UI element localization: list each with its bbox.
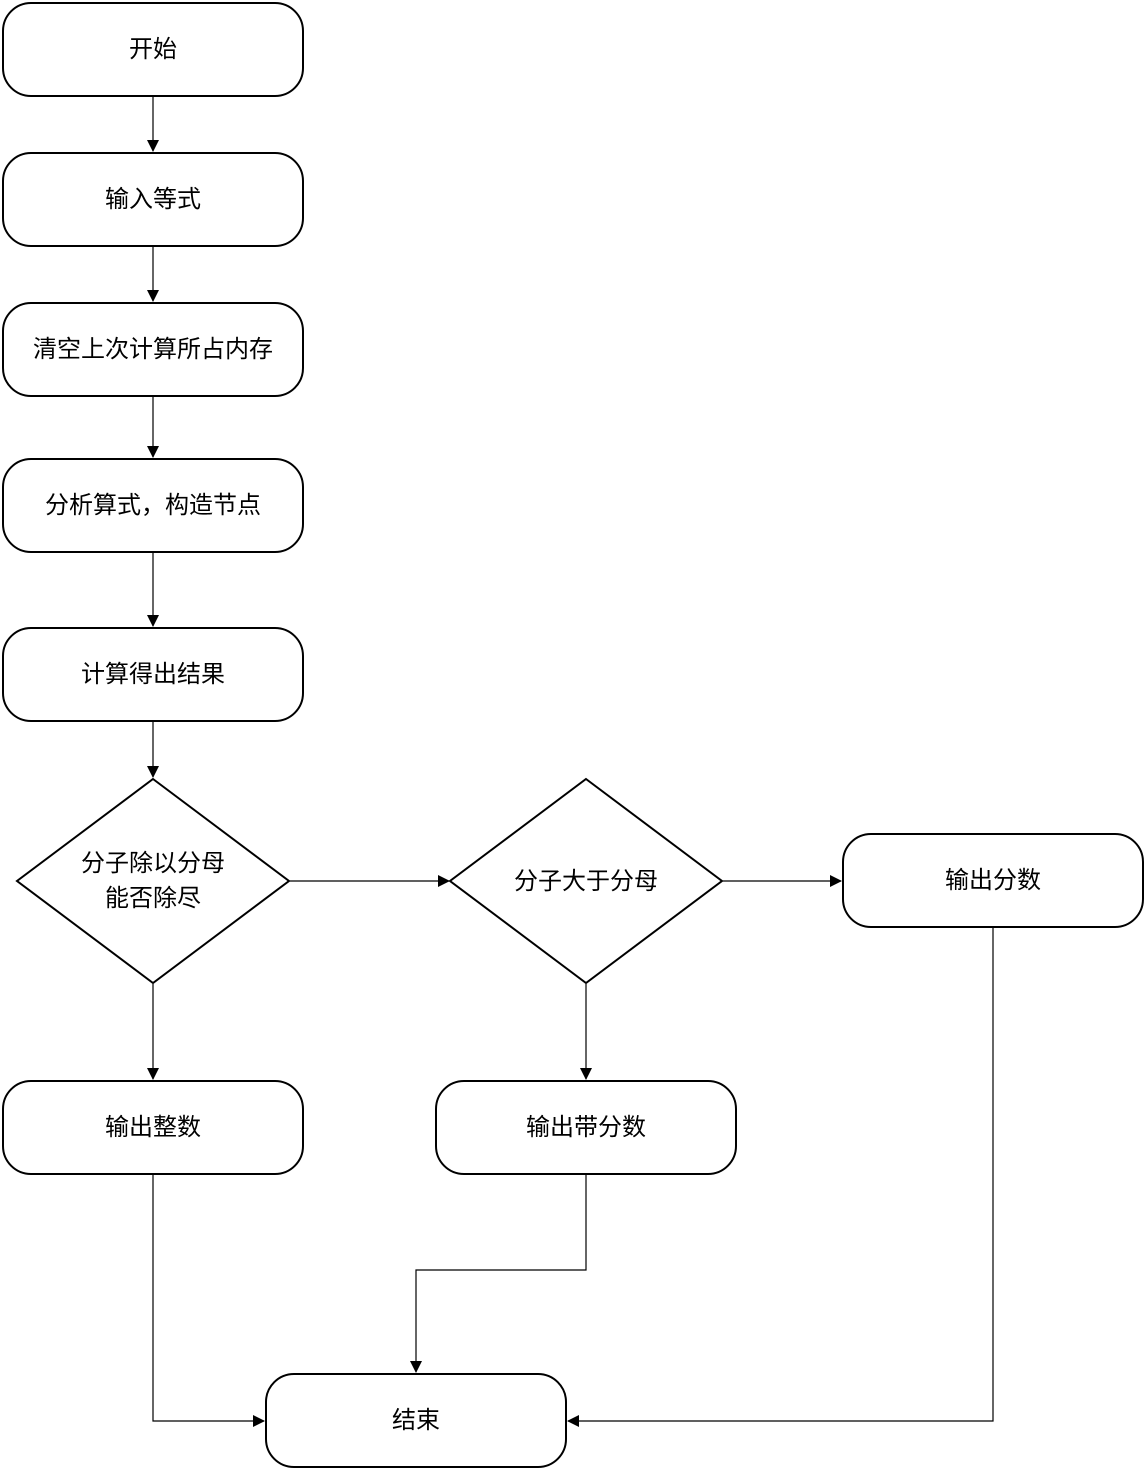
clear-memory-node xyxy=(2,302,304,397)
output-integer-node xyxy=(2,1080,304,1175)
numerator-greater-decision-node xyxy=(448,777,724,985)
compute-result-label: 计算得出结果 xyxy=(81,660,225,688)
end-node xyxy=(265,1373,567,1468)
parse-build-label: 分析算式，构造节点 xyxy=(45,491,261,519)
clear-memory-label: 清空上次计算所占内存 xyxy=(33,335,273,363)
end-label: 结束 xyxy=(392,1406,440,1434)
output-mixed-node xyxy=(435,1080,737,1175)
output-mixed-label: 输出带分数 xyxy=(526,1113,646,1141)
divisible-decision-node xyxy=(15,777,291,985)
compute-result-node xyxy=(2,627,304,722)
edge-fraction-to-end xyxy=(567,928,994,1427)
input-equation-node xyxy=(2,152,304,247)
input-equation-label: 输入等式 xyxy=(105,185,201,213)
parse-build-node xyxy=(2,458,304,553)
start-node xyxy=(2,2,304,97)
edge-integer-to-end xyxy=(152,1175,265,1427)
divisible-label-line1: 分子除以分母 xyxy=(81,849,225,877)
edge-mixed-to-end xyxy=(410,1175,587,1373)
output-fraction-node xyxy=(842,833,1144,928)
output-fraction-label: 输出分数 xyxy=(945,866,1041,894)
output-integer-label: 输出整数 xyxy=(105,1113,201,1141)
divisible-label-line2: 能否除尽 xyxy=(105,884,201,912)
numerator-greater-label: 分子大于分母 xyxy=(514,867,658,895)
start-label: 开始 xyxy=(129,35,177,63)
